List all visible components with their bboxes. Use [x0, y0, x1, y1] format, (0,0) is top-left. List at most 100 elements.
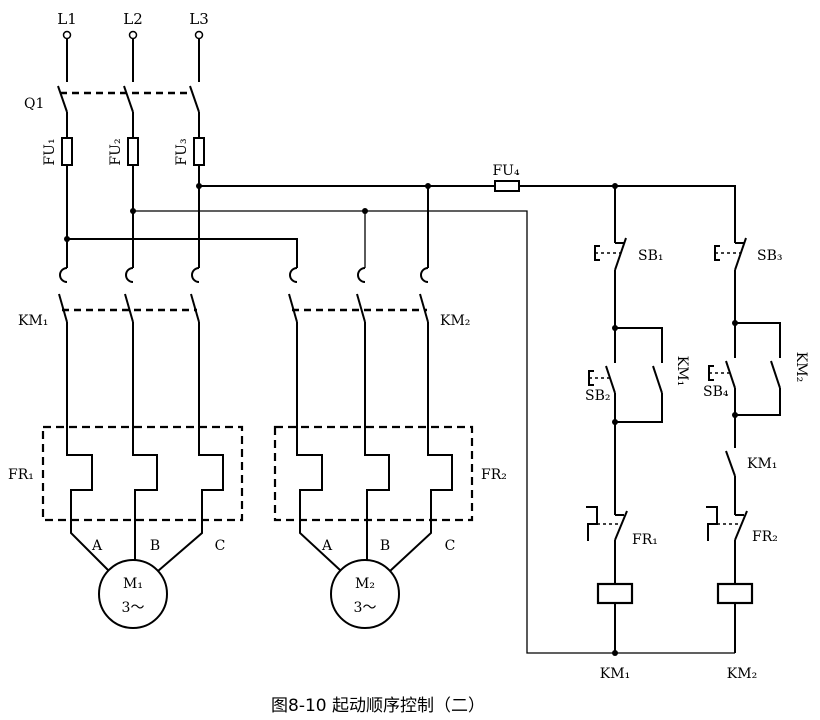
overload-contact-fr2-actuator [706, 506, 718, 541]
hold-contact-lower-wire [735, 388, 781, 416]
contact-arc-l3 [191, 267, 200, 283]
terminal-l3 [194, 30, 204, 40]
contactor-label-km1: KM₁ [18, 313, 48, 329]
heater-element-c [389, 322, 453, 572]
motor-rating: 3～ [354, 600, 377, 616]
motor-symbol [98, 559, 168, 629]
control-branch-km2: SB₃ SB₄ KM₂ KM₁ FR₂ KM₂ [703, 237, 809, 682]
fuse-fu4 [494, 180, 520, 192]
phase-label-l3: L3 [189, 10, 209, 28]
terminal-l1 [62, 30, 72, 40]
junction-dot [732, 412, 738, 418]
fuse-label-fu2: FU₂ [108, 138, 124, 165]
isolator-label: Q1 [24, 96, 44, 112]
overload-contact-fr1-actuator [586, 506, 598, 541]
terminal-label-a: A [321, 538, 333, 554]
main-fuses: FU₁ FU₂ FU₃ [42, 112, 205, 268]
start-button-sb2-blade [605, 365, 616, 394]
hold-contact-upper-wire [735, 322, 781, 358]
coil-km2 [716, 582, 754, 605]
junction-dot [612, 183, 618, 189]
heater-element-a [296, 322, 341, 571]
start-button-label-sb4: SB₄ [703, 384, 729, 400]
fuse-fu3 [193, 137, 205, 166]
hold-contact-label-km2: KM₂ [793, 352, 809, 382]
interlock-contact-km1-blade [725, 450, 736, 477]
heater-element-c [157, 322, 224, 572]
bus-l2-control-return [133, 210, 735, 654]
contact-blade-b [356, 293, 366, 323]
fuse-fu1 [61, 137, 73, 166]
stop-button-sb3-blade [734, 237, 747, 271]
figure-caption: 图8-10 起动顺序控制（二） [271, 696, 485, 716]
terminal-label-c: C [445, 538, 456, 554]
motor-symbol [330, 559, 400, 629]
switch-blade-l1 [57, 85, 68, 113]
hold-contact-km1-blade [652, 365, 663, 394]
contact-blade-a [288, 293, 298, 323]
contact-arc-a [289, 267, 298, 283]
coil-label-km1: KM₁ [600, 666, 630, 682]
thermal-relay-enclosure [273, 425, 474, 522]
fuse-label-fu3: FU₃ [174, 138, 190, 165]
switch-blade-l2 [123, 85, 134, 113]
isolating-switch-q1: Q1 [24, 85, 200, 113]
power-supply: L1 L2 L3 [57, 10, 209, 82]
contact-arc-l1 [59, 267, 68, 283]
terminal-label-b: B [380, 538, 390, 554]
junction-dot [612, 419, 618, 425]
contact-arc-l2 [125, 267, 134, 283]
heater-element-b [132, 322, 158, 560]
hold-contact-lower-wire [615, 393, 663, 423]
junction-dot [64, 236, 70, 242]
control-branch-km1: SB₁ SB₂ KM₁ FR₁ KM₁ [585, 186, 690, 682]
contact-arc-b [357, 267, 366, 283]
contactor-km2-main-contacts: KM₂ [288, 267, 470, 329]
junction-dot [612, 650, 618, 656]
terminal-l2 [128, 30, 138, 40]
junction-dot [130, 208, 136, 214]
motor-m1: A B C M₁ 3～ [91, 538, 225, 629]
thermal-relay-enclosure [41, 425, 244, 522]
fuse-fu2 [127, 137, 139, 166]
junction-dot [612, 325, 618, 331]
contact-blade-l3 [190, 293, 200, 323]
thermal-relay-fr1: FR₁ [8, 322, 244, 572]
switch-blade-l3 [189, 85, 200, 113]
contact-blade-c [419, 293, 429, 323]
overload-contact-fr2-blade [734, 510, 748, 541]
overload-contact-label-fr1: FR₁ [632, 532, 658, 548]
terminal-label-a: A [91, 538, 103, 554]
stop-button-label-sb3: SB₃ [757, 248, 783, 264]
fuse-label-fu4: FU₄ [492, 163, 520, 179]
thermal-relay-fr2: FR₂ [273, 322, 507, 572]
contactor-label-km2: KM₂ [440, 313, 470, 329]
overload-contact-label-fr2: FR₂ [752, 529, 778, 545]
motor-name: M₁ [123, 576, 143, 592]
terminal-label-b: B [150, 538, 160, 554]
start-button-sb4-blade [725, 360, 736, 389]
fuse-label-fu1: FU₁ [42, 138, 58, 165]
start-button-label-sb2: SB₂ [585, 388, 611, 404]
junction-dots [64, 183, 738, 656]
bus-l1-to-km2 [67, 238, 298, 268]
hold-contact-km2-blade [770, 360, 781, 389]
overload-contact-fr1-blade [614, 510, 628, 541]
motor-name: M₂ [355, 576, 375, 592]
contact-arc-c [420, 267, 429, 283]
hold-contact-upper-wire [615, 327, 663, 363]
stop-button-sb1-blade [614, 237, 627, 271]
phase-label-l1: L1 [57, 10, 77, 28]
contact-blade-l1 [58, 293, 68, 323]
coil-label-km2: KM₂ [727, 666, 757, 682]
heater-element-b [364, 322, 390, 560]
bus-control-supply [519, 185, 736, 243]
motor-rating: 3～ [122, 600, 145, 616]
phase-label-l2: L2 [123, 10, 143, 28]
coil-km1 [596, 582, 634, 605]
junction-dot [362, 208, 368, 214]
interlock-contact-label-km1: KM₁ [747, 456, 777, 472]
contact-blade-l2 [124, 293, 134, 323]
thermal-relay-label: FR₁ [8, 467, 34, 483]
